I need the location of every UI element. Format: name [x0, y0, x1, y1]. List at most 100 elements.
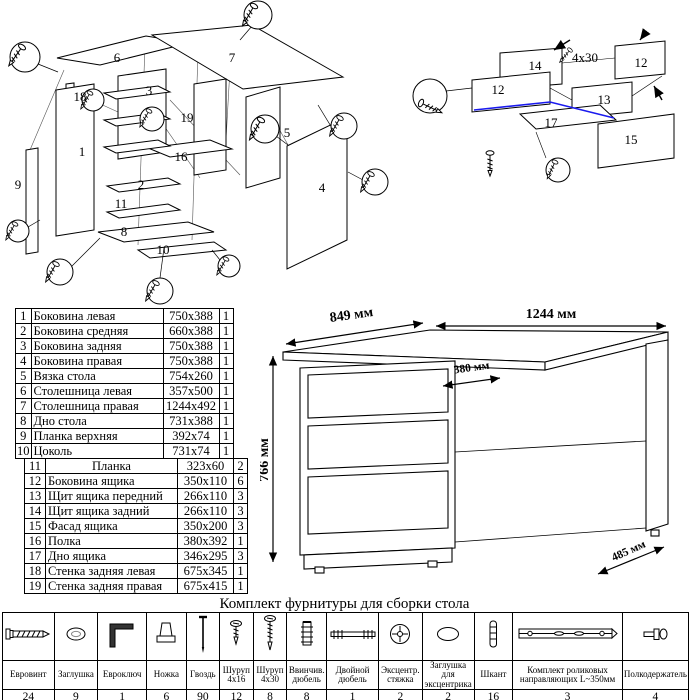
- part-qty: 1: [218, 368, 234, 384]
- part-number-label: 18: [74, 89, 87, 104]
- part-number-label: 3: [146, 83, 153, 98]
- callout-circle: [146, 277, 174, 305]
- callout-circle: [330, 112, 358, 140]
- dim-width-right: 1244 мм: [526, 307, 577, 322]
- hardware-qty: 16: [473, 689, 514, 700]
- callout-circle: [46, 258, 74, 286]
- part-num: 16: [24, 533, 46, 549]
- back-wall-right-panel: [193, 78, 227, 176]
- part-size: 1244x492: [162, 398, 220, 414]
- hardware-icons-row: [2, 612, 689, 661]
- part-qty: 1: [233, 578, 248, 594]
- part-number-label: 2: [138, 177, 145, 192]
- drawer-rail: [102, 85, 172, 100]
- hardware-name: Ножка: [146, 659, 187, 691]
- part-name: Столешница правая: [30, 398, 164, 414]
- euro-screw-icon: [2, 612, 55, 661]
- nail-icon: [185, 612, 221, 661]
- part-qty: 1: [218, 383, 234, 399]
- dim-height: 766 мм: [260, 438, 272, 482]
- part-name: Дно стола: [30, 413, 164, 429]
- dimension-lines: [268, 320, 666, 575]
- part-num: 10: [15, 443, 32, 459]
- hardware-qty: 8: [286, 689, 328, 700]
- part-qty: 1: [233, 563, 248, 579]
- part-qty: 3: [233, 518, 248, 534]
- part-number-label: 12: [492, 82, 505, 97]
- part-size: 754x260: [162, 368, 220, 384]
- part-qty: 1: [218, 323, 234, 339]
- part-qty: 1: [218, 308, 234, 324]
- shelf-pin-icon: [621, 612, 689, 661]
- drawer-slide-icon: [512, 612, 623, 661]
- part-qty: 1: [218, 443, 234, 459]
- hardware-qty: 1: [326, 689, 379, 700]
- floor-edge: [454, 527, 647, 543]
- cam-lock-icon: [378, 612, 423, 661]
- callout-circle: [9, 41, 41, 73]
- part-name: Планка: [45, 458, 178, 474]
- part-num: 12: [24, 473, 46, 489]
- part-size: 350x110: [177, 473, 234, 489]
- part-number-label: 5: [284, 125, 291, 140]
- part-size: 660x388: [162, 323, 220, 339]
- side-right-panel: [286, 116, 348, 270]
- callout-circle: [6, 219, 30, 243]
- part-size: 392x74: [162, 428, 220, 444]
- dim-line-485: [597, 546, 665, 575]
- part-number-label: 15: [625, 132, 638, 147]
- plinth-panel: [136, 241, 228, 259]
- hardware-name: Гвоздь: [185, 659, 221, 691]
- foot-icon: [146, 612, 187, 661]
- part-number-label: 8: [121, 224, 128, 239]
- hardware-qty: 4: [621, 689, 689, 700]
- part-num: 11: [24, 458, 46, 474]
- part-number-label: 7: [229, 50, 236, 65]
- hardware-name: Шкант: [473, 659, 514, 691]
- drawer-rail: [102, 139, 172, 154]
- part-num: 14: [24, 503, 46, 519]
- part-size: 350x200: [177, 518, 234, 534]
- drawer-panels: [471, 40, 675, 169]
- part-num: 19: [24, 578, 46, 594]
- part-num: 13: [24, 488, 46, 504]
- hardware-name: Ввинчив. дюбель: [286, 659, 328, 691]
- dim-shelf-width: 380 мм: [453, 360, 490, 377]
- furniture-panels: [25, 24, 348, 270]
- hardware-qty: 2: [378, 689, 423, 700]
- desktop-right-panel: [150, 24, 345, 90]
- part-num: 8: [15, 413, 32, 429]
- right-side-panel: [645, 339, 669, 532]
- drawer-side-panel: [471, 71, 551, 113]
- part-name: Цоколь: [30, 443, 164, 459]
- hardware-qty: 24: [2, 689, 55, 700]
- part-size: 266x110: [177, 503, 234, 519]
- hardware-name: Евровинт: [2, 659, 55, 691]
- part-number-label: 4: [319, 180, 326, 195]
- callout-circle: [250, 114, 280, 144]
- side-left-panel: [55, 83, 95, 237]
- part-num: 2: [15, 323, 32, 339]
- hardware-name: Двойной дюбель: [326, 659, 379, 691]
- drawer-front: [307, 368, 449, 419]
- drawer-fastener-callouts: [412, 46, 574, 183]
- hardware-qty: 3: [512, 689, 623, 700]
- dim-line-380: [442, 375, 501, 389]
- part-number-label: 13: [598, 92, 611, 107]
- insert-direction-arrows: [553, 28, 664, 101]
- insert-dowel-icon: [286, 612, 328, 661]
- dim-width-left: 849 мм: [329, 305, 375, 326]
- part-qty: 2: [233, 458, 248, 474]
- back-panel-edge: [454, 440, 647, 453]
- hardware-name: Эксцентр. стяжка: [378, 659, 423, 691]
- double-dowel-icon: [326, 612, 379, 661]
- desk-foot: [427, 560, 438, 568]
